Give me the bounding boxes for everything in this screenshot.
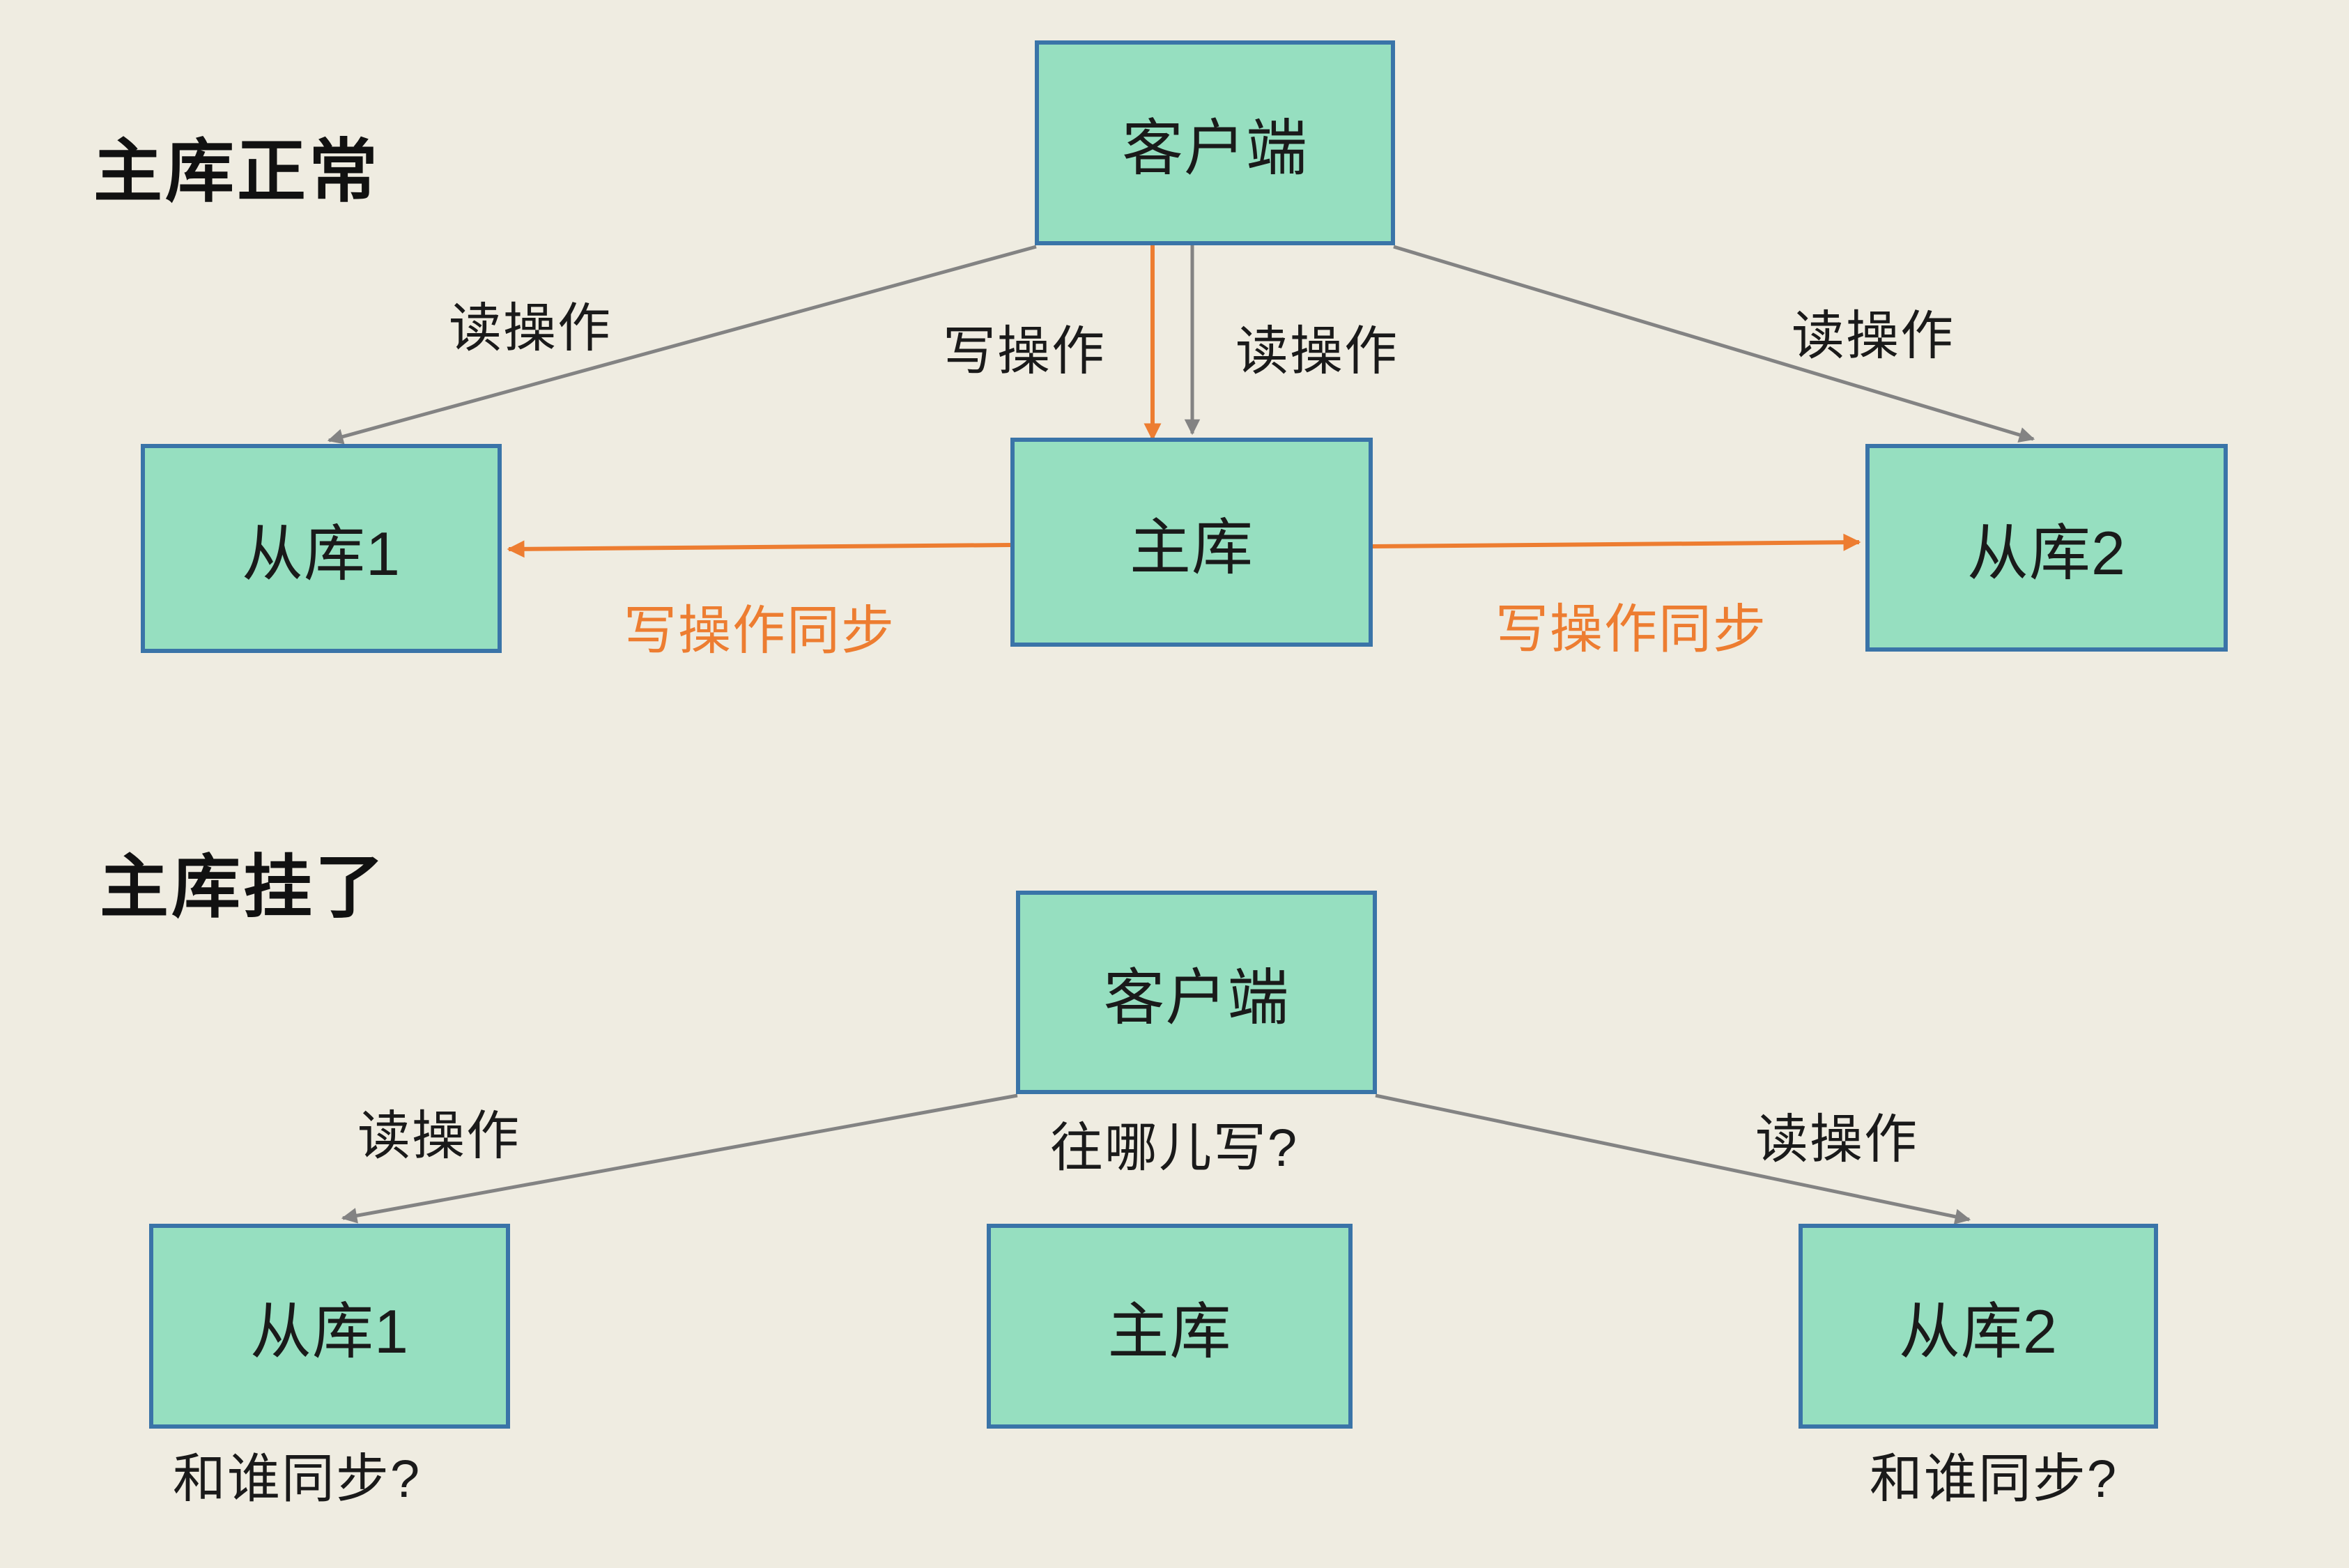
section-title: 主库正常 <box>93 132 380 210</box>
node-label: 从库1 <box>250 1296 409 1366</box>
edge-label-write-question: 往哪儿写? <box>1049 1119 1299 1178</box>
node-label: 从库2 <box>1899 1296 2058 1366</box>
node-client: 客户端 <box>1016 891 1377 1094</box>
node-label: 客户端 <box>1121 113 1308 183</box>
edge-label-read-middle: 读操作 <box>1235 322 1399 381</box>
node-label: 客户端 <box>1103 962 1290 1032</box>
edge-label-read-left: 读操作 <box>357 1107 521 1166</box>
edge-label-write: 写操作 <box>943 322 1106 381</box>
edge-label-read-right: 读操作 <box>1755 1110 1918 1169</box>
arrow-sync-right-1 <box>1372 533 1861 551</box>
node-master: 主库 <box>987 1224 1353 1429</box>
edge-label-sync-question-right: 和谁同步? <box>1869 1450 2118 1509</box>
arrow-sync-left-1 <box>507 540 1011 558</box>
node-label: 从库2 <box>1967 518 2126 587</box>
node-slave2: 从库2 <box>1865 444 2228 652</box>
node-slave1: 从库1 <box>149 1224 510 1429</box>
node-label: 主库 <box>1129 512 1254 582</box>
node-client: 客户端 <box>1035 40 1395 245</box>
edge-label-read-right: 读操作 <box>1792 307 1955 366</box>
edge-label-sync-left: 写操作同步 <box>624 601 895 661</box>
edge-label-sync-question-left: 和谁同步? <box>172 1450 422 1509</box>
node-label: 主库 <box>1107 1296 1232 1366</box>
arrow-read-left-1 <box>327 245 1037 445</box>
node-label: 从库1 <box>242 518 401 588</box>
node-master: 主库 <box>1010 438 1373 647</box>
edge-label-read-left: 读操作 <box>449 299 612 358</box>
section-title: 主库挂了 <box>100 848 387 925</box>
node-slave2: 从库2 <box>1799 1224 2158 1429</box>
node-slave1: 从库1 <box>141 444 502 653</box>
edge-label-sync-right: 写操作同步 <box>1495 600 1767 659</box>
